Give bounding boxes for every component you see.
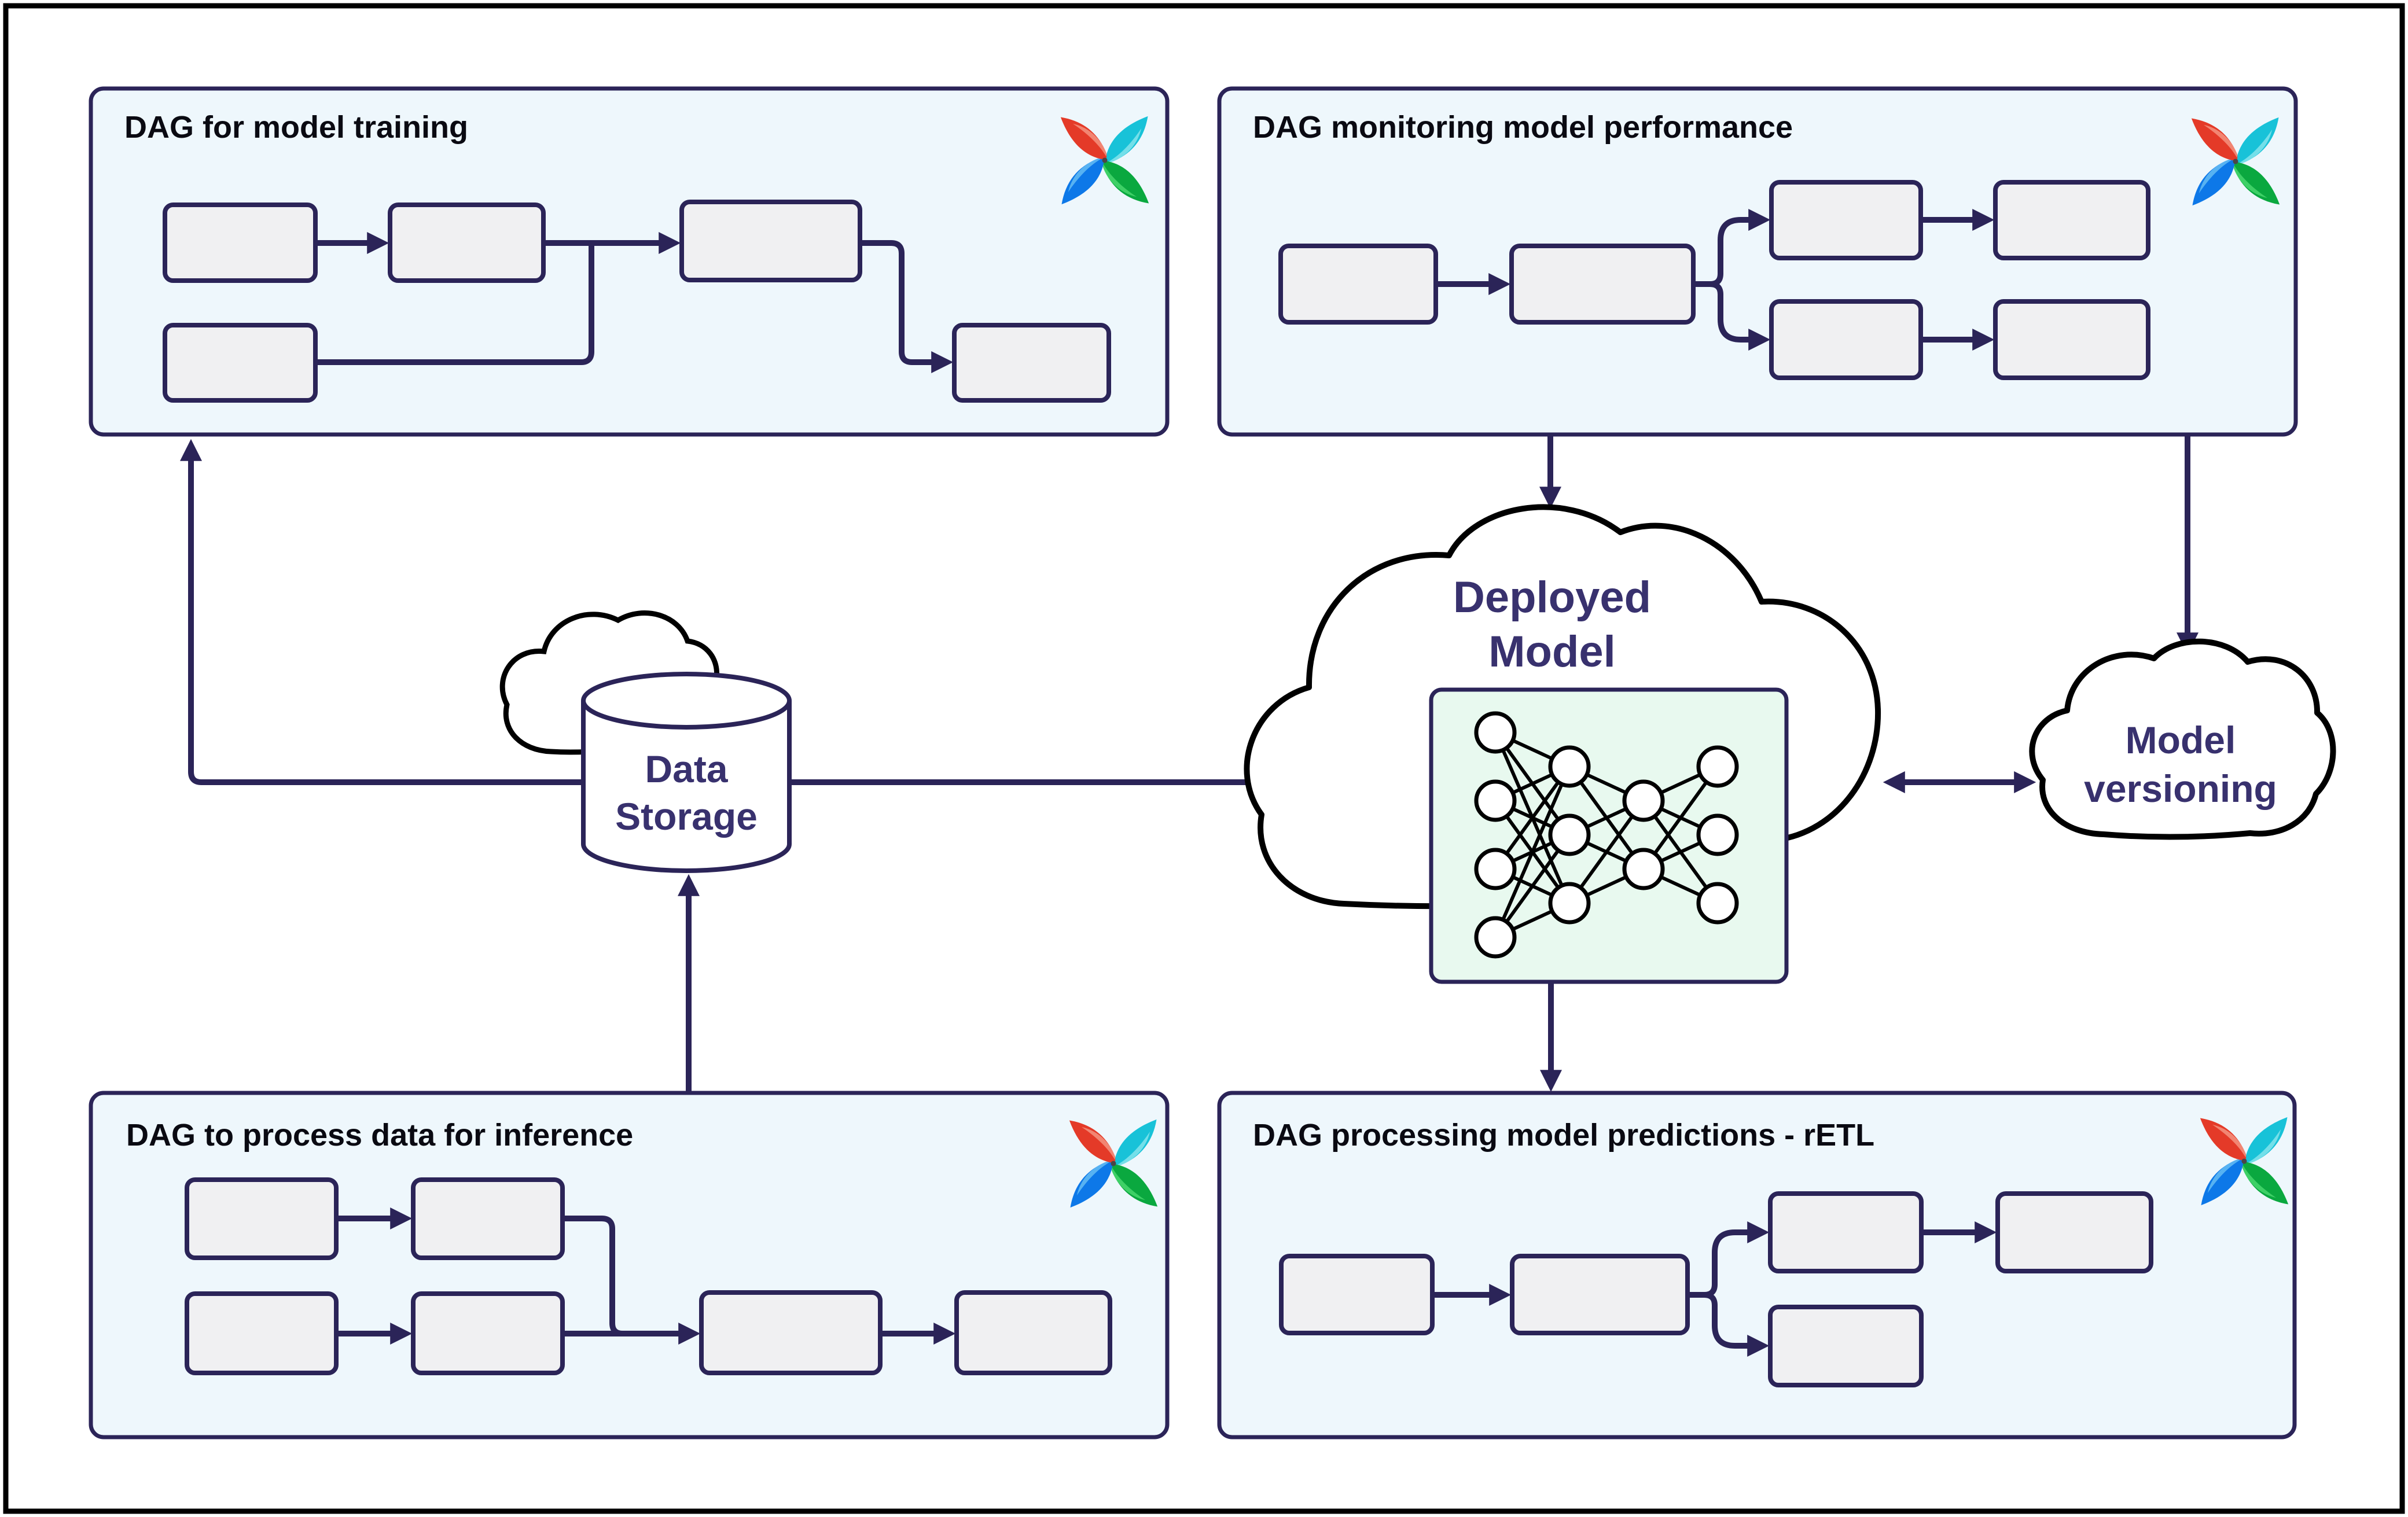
data-storage-label: Data xyxy=(645,748,728,790)
task-box xyxy=(954,1290,1112,1375)
dag-edge xyxy=(1688,1292,1770,1357)
dag-edge xyxy=(315,245,594,365)
dag-edge xyxy=(860,240,954,373)
nn-node xyxy=(1696,882,1739,925)
task-box xyxy=(1993,299,2150,380)
task-box xyxy=(1509,244,1696,325)
arrow-storage-to-training xyxy=(180,439,583,785)
panel-background xyxy=(89,1091,1170,1439)
task-box xyxy=(1510,1254,1690,1335)
database-cylinder-icon xyxy=(581,701,792,873)
nn-node xyxy=(1696,745,1739,788)
task-box xyxy=(679,200,862,282)
model-versioning: Model versioning xyxy=(2029,638,2336,840)
panel-background xyxy=(89,86,1170,437)
task-box xyxy=(163,323,318,403)
nn-node xyxy=(1474,779,1517,822)
task-box xyxy=(388,202,546,283)
cloud-icon xyxy=(2029,638,2336,840)
panel-title: DAG for model training xyxy=(124,110,468,145)
neural-network-icon xyxy=(1474,711,1739,959)
panel-title: DAG processing model predictions - rETL xyxy=(1253,1118,1874,1153)
nn-node xyxy=(1548,745,1591,788)
panel-retl: DAG processing model predictions - rETL xyxy=(1217,1091,2297,1439)
panel-title: DAG monitoring model performance xyxy=(1253,110,1793,145)
task-box xyxy=(1769,299,1923,380)
panel-model-training: DAG for model training xyxy=(89,86,1170,437)
nn-node xyxy=(1622,848,1665,890)
task-box xyxy=(952,323,1111,403)
deployed-model-label: Model xyxy=(1488,627,1616,676)
task-box xyxy=(1278,244,1438,325)
panel-background xyxy=(1217,1091,2297,1439)
task-box xyxy=(185,1291,339,1375)
nn-node xyxy=(1696,813,1739,856)
nn-node xyxy=(1474,711,1517,754)
database-cylinder-top xyxy=(581,672,792,730)
deployed-model-label: Deployed xyxy=(1453,573,1651,622)
model-versioning-label: Model xyxy=(2126,719,2236,761)
deployed-model: Deployed Model xyxy=(1244,504,1881,984)
panel-inference-data: DAG to process data for inference xyxy=(89,1091,1170,1439)
task-box xyxy=(163,202,318,283)
nn-node xyxy=(1548,813,1591,856)
data-storage-label: Storage xyxy=(615,795,758,838)
task-box xyxy=(411,1291,565,1375)
nn-node xyxy=(1622,779,1665,822)
panel-title: DAG to process data for inference xyxy=(126,1118,633,1153)
task-box xyxy=(1768,1191,1924,1273)
task-box xyxy=(1769,180,1923,260)
task-box xyxy=(1993,180,2150,260)
data-storage: Data Storage xyxy=(499,610,792,873)
task-box xyxy=(411,1177,565,1260)
nn-node xyxy=(1474,916,1517,959)
nn-node xyxy=(1474,848,1517,890)
task-box xyxy=(1279,1254,1435,1335)
task-box xyxy=(1995,1191,2153,1273)
model-versioning-label: versioning xyxy=(2084,767,2277,810)
task-box xyxy=(699,1290,883,1375)
nn-edge xyxy=(1494,765,1571,938)
task-box xyxy=(185,1177,339,1260)
task-box xyxy=(1768,1305,1924,1387)
nn-node xyxy=(1548,882,1591,925)
dag-edge xyxy=(1693,281,1771,351)
panel-model-monitoring: DAG monitoring model performance xyxy=(1217,86,2298,437)
